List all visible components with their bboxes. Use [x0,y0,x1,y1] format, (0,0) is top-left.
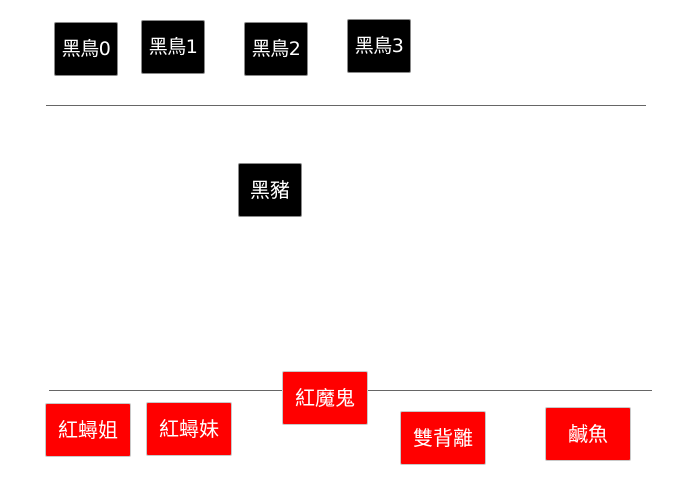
red-piece-salted-fish[interactable]: 鹹魚 [545,407,631,461]
black-piece-bird-1[interactable]: 黑鳥1 [141,20,205,74]
top-boundary-line [46,105,646,106]
black-piece-bird-0[interactable]: 黑鳥0 [54,22,118,76]
black-piece-bird-3[interactable]: 黑鳥3 [347,19,411,73]
red-piece-crab-sister[interactable]: 紅蟳姐 [45,403,131,457]
red-piece-demon[interactable]: 紅魔鬼 [282,371,368,425]
black-piece-bird-2[interactable]: 黑鳥2 [244,22,308,76]
red-piece-crab-younger-sister[interactable]: 紅蟳妹 [146,402,232,456]
red-piece-double-divergence[interactable]: 雙背離 [400,411,486,465]
black-piece-pig[interactable]: 黑豬 [238,163,302,217]
